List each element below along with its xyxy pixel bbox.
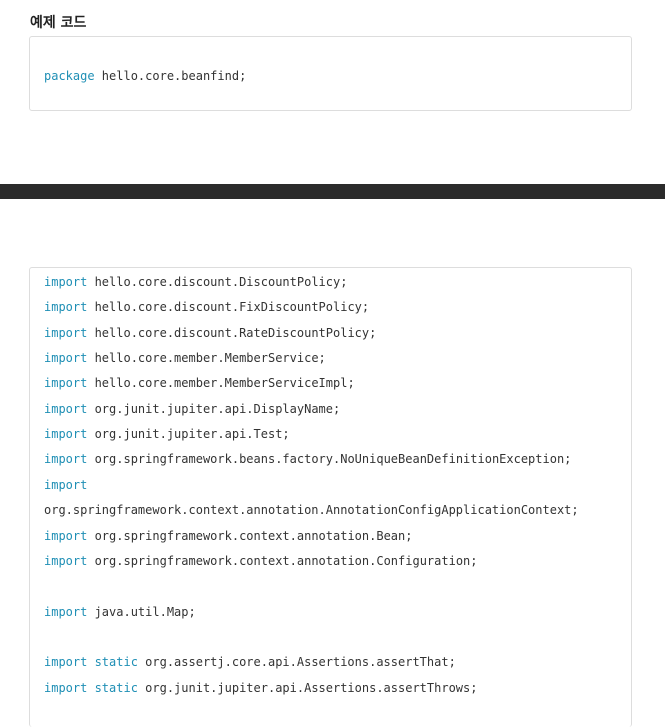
code-keyword: import — [44, 452, 88, 467]
code-text: hello.core.discount.DiscountPolicy; — [87, 275, 348, 289]
code-line: import — [44, 476, 87, 494]
section-heading: 예제 코드 — [30, 15, 87, 31]
code-keyword: import static — [44, 655, 138, 670]
code-text: org.assertj.core.api.Assertions.assertTh… — [137, 655, 456, 670]
code-text: hello.core.member.MemberServiceImpl; — [87, 376, 355, 391]
code-line: import static org.assertj.core.api.Asser… — [44, 653, 456, 671]
code-line: import hello.core.member.MemberService; — [44, 349, 326, 367]
code-line: import static org.junit.jupiter.api.Asse… — [44, 679, 477, 697]
code-text: org.junit.jupiter.api.Test; — [87, 427, 290, 442]
code-text: org.springframework.context.annotation.A… — [44, 503, 579, 518]
code-keyword: import — [44, 477, 88, 492]
code-keyword: package — [44, 69, 95, 83]
code-keyword: import — [44, 528, 88, 543]
code-line: import org.junit.jupiter.api.Test; — [44, 425, 290, 443]
code-text: hello.core.discount.FixDiscountPolicy; — [87, 300, 370, 315]
code-text: java.util.Map; — [87, 604, 196, 619]
section-divider — [0, 184, 665, 199]
code-keyword: import — [44, 275, 88, 289]
code-line: package hello.core.beanfind; — [44, 67, 246, 85]
code-text: org.springframework.context.annotation.B… — [87, 528, 413, 543]
code-keyword: import — [44, 325, 88, 340]
code-line: import org.springframework.beans.factory… — [44, 450, 571, 468]
code-line: import java.util.Map; — [44, 603, 196, 621]
code-line: import org.junit.jupiter.api.DisplayName… — [44, 400, 340, 418]
code-keyword: import — [44, 427, 88, 442]
code-text: org.junit.jupiter.api.DisplayName; — [87, 401, 341, 416]
code-keyword: import — [44, 351, 88, 366]
code-line: import hello.core.member.MemberServiceIm… — [44, 374, 355, 392]
code-keyword: import — [44, 401, 88, 416]
code-text: org.springframework.beans.factory.NoUniq… — [87, 452, 572, 467]
code-keyword: import — [44, 604, 88, 619]
code-keyword: import — [44, 376, 88, 391]
code-line: import org.springframework.context.annot… — [44, 552, 478, 570]
code-text: hello.core.member.MemberService; — [87, 351, 326, 366]
code-line: import hello.core.discount.FixDiscountPo… — [44, 298, 369, 316]
code-text: org.springframework.context.annotation.C… — [87, 553, 478, 568]
code-text: org.junit.jupiter.api.Assertions.assertT… — [137, 680, 478, 695]
code-line: import hello.core.discount.DiscountPolic… — [44, 273, 347, 291]
code-text: hello.core.beanfind; — [94, 69, 247, 83]
code-line: import org.springframework.context.annot… — [44, 527, 412, 545]
code-line: org.springframework.context.annotation.A… — [44, 501, 579, 519]
code-text: hello.core.discount.RateDiscountPolicy; — [87, 325, 377, 340]
code-block-package[interactable]: package hello.core.beanfind; — [29, 36, 632, 111]
code-block-imports[interactable]: import hello.core.discount.DiscountPolic… — [29, 267, 632, 727]
code-keyword: import — [44, 553, 88, 568]
code-line: import hello.core.discount.RateDiscountP… — [44, 324, 376, 342]
code-keyword: import static — [44, 680, 138, 695]
code-keyword: import — [44, 300, 88, 315]
